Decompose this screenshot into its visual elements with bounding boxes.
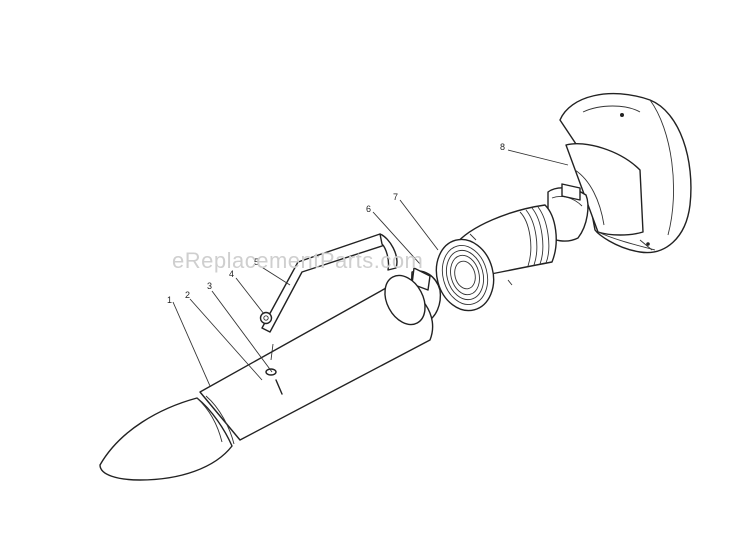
watermark: eReplacementParts.com xyxy=(172,248,423,273)
callout-5: 5 xyxy=(254,257,259,267)
bolt-hole-icon xyxy=(620,113,624,117)
callout-4: 4 xyxy=(229,269,234,279)
flange-housing xyxy=(559,92,692,254)
washer-icon xyxy=(265,368,277,376)
leader-lines xyxy=(172,149,569,387)
callout-7: 7 xyxy=(393,192,398,202)
screw-icon xyxy=(275,379,283,395)
callout-1: 1 xyxy=(167,295,172,305)
callout-6: 6 xyxy=(366,204,371,214)
callout-8: 8 xyxy=(500,142,505,152)
corrugated-hose-lower xyxy=(435,238,495,312)
hardware-stack xyxy=(259,311,283,395)
discharge-tube xyxy=(99,274,434,481)
callout-3: 3 xyxy=(207,281,212,291)
bolt-hole-icon xyxy=(646,242,650,246)
nut-icon xyxy=(259,311,273,325)
callout-2: 2 xyxy=(185,290,190,300)
hose-clamp-upper xyxy=(547,183,589,242)
